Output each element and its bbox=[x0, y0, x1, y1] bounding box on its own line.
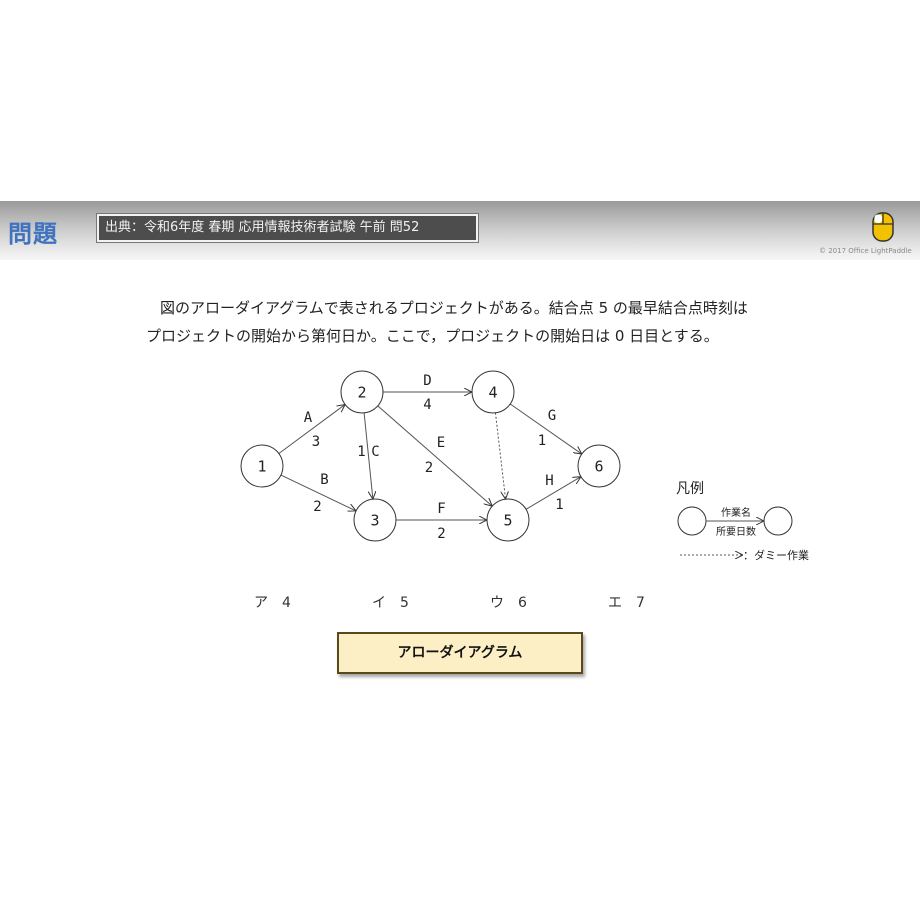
activity-arrow-e bbox=[377, 405, 492, 506]
legend-duration: 所要日数 bbox=[716, 525, 756, 538]
question-text: 図のアローダイアグラムで表されるプロジェクトがある。結合点 5 の最早結合点時刻… bbox=[146, 294, 806, 350]
activity-days-b: 2 bbox=[313, 499, 321, 515]
copyright-text: © 2017 Office LightPaddle bbox=[819, 247, 912, 255]
node-circle-1 bbox=[240, 444, 284, 488]
legend-dummy-label: ：ダミー作業 bbox=[743, 548, 809, 562]
choice-label: ウ bbox=[490, 595, 504, 611]
legend-title: 凡例 bbox=[676, 481, 704, 497]
question-line-1: 図のアローダイアグラムで表されるプロジェクトがある。結合点 5 の最早結合点時刻… bbox=[160, 299, 748, 317]
activity-days-d: 4 bbox=[423, 397, 431, 413]
activity-days-c: 1 bbox=[357, 444, 365, 460]
activity-arrow-b bbox=[280, 474, 355, 510]
activity-days-e: 2 bbox=[425, 460, 433, 476]
activity-name-h: H bbox=[545, 473, 553, 489]
node-circle-3 bbox=[353, 498, 397, 542]
legend-node-right bbox=[763, 506, 793, 536]
diagram-caption: アローダイアグラム bbox=[337, 632, 583, 674]
source-label: 出典：令和6年度 春期 応用情報技術者試験 午前 問52 bbox=[97, 214, 478, 242]
activity-arrow-g bbox=[509, 403, 581, 453]
legend-node-left bbox=[677, 506, 707, 536]
activity-days-a: 3 bbox=[312, 434, 320, 450]
legend: 作業名 所要日数 ：ダミー作業 bbox=[677, 506, 809, 562]
node-label-4: 4 bbox=[488, 384, 497, 402]
choice-value: 5 bbox=[400, 595, 409, 611]
activity-name-g: G bbox=[548, 408, 556, 424]
activity-days-h: 1 bbox=[555, 497, 563, 513]
activity-days-g: 1 bbox=[538, 433, 546, 449]
node-label-6: 6 bbox=[594, 458, 603, 476]
choice-label: イ bbox=[372, 595, 386, 611]
question-line-2: プロジェクトの開始から第何日か。ここで，プロジェクトの開始日は 0 日目とする。 bbox=[146, 327, 719, 345]
activity-name-b: B bbox=[320, 472, 328, 488]
choice-label: ア bbox=[254, 595, 268, 611]
choice-value: 4 bbox=[282, 595, 291, 611]
activity-arrow-a bbox=[278, 405, 344, 454]
dummy-arrow bbox=[494, 412, 505, 498]
page-title: 問題 bbox=[8, 220, 58, 248]
legend-activity-name: 作業名 bbox=[721, 506, 751, 519]
activity-days-f: 2 bbox=[437, 526, 445, 542]
mouse-icon bbox=[872, 212, 894, 242]
choice-label: エ bbox=[608, 595, 622, 611]
activity-name-a: A bbox=[304, 410, 313, 426]
choice-value: 6 bbox=[518, 595, 527, 611]
node-circle-4 bbox=[471, 370, 515, 414]
node-circle-2 bbox=[340, 370, 384, 414]
activity-name-e: E bbox=[437, 435, 445, 451]
node-circle-5 bbox=[486, 498, 530, 542]
node-label-5: 5 bbox=[503, 512, 512, 530]
activity-arrow-c bbox=[363, 412, 373, 498]
node-circle-6 bbox=[577, 444, 621, 488]
activity-name-f: F bbox=[437, 501, 445, 517]
node-label-1: 1 bbox=[257, 458, 266, 476]
activity-name-c: C bbox=[371, 444, 379, 460]
activity-arrow-h bbox=[525, 477, 580, 510]
activity-name-d: D bbox=[423, 373, 431, 389]
node-label-3: 3 bbox=[370, 512, 379, 530]
choice-value: 7 bbox=[636, 595, 645, 611]
node-label-2: 2 bbox=[357, 384, 366, 402]
